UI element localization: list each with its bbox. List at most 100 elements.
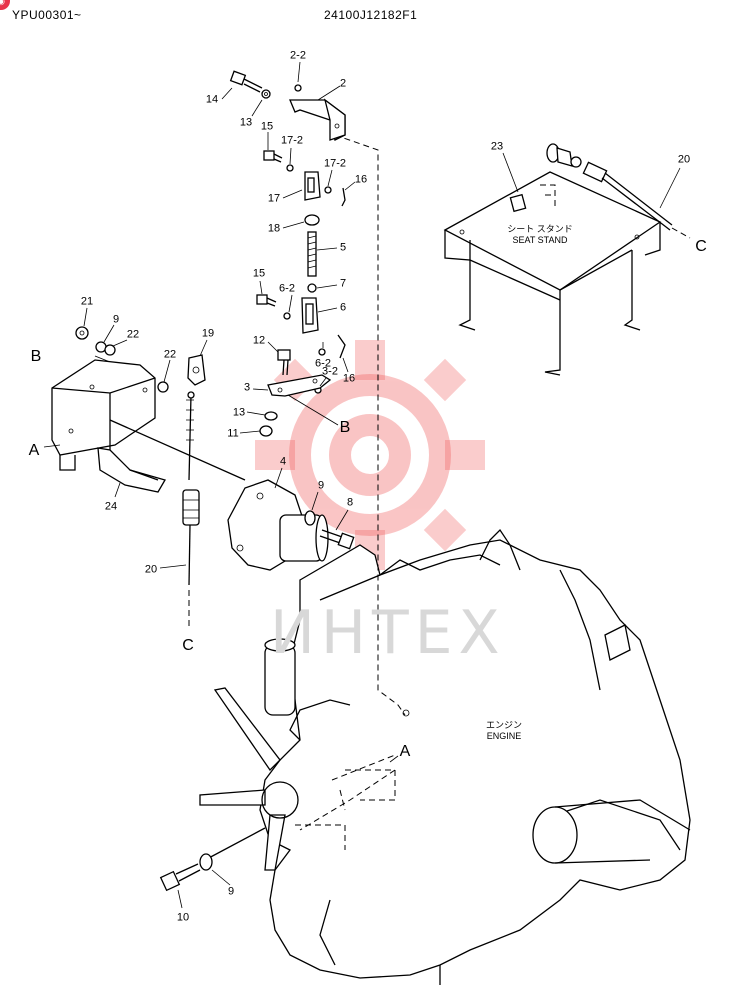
leader-23	[502, 152, 519, 193]
callout-19: 19	[201, 327, 215, 340]
callout-10: 10	[176, 911, 190, 924]
callout-15a: 15	[260, 120, 274, 133]
callout-11: 11	[227, 427, 239, 440]
seat-stand-label-jp: シート スタンド	[507, 224, 573, 234]
leader-20b	[659, 167, 681, 209]
bolt-14	[229, 70, 263, 93]
bolt-8	[319, 529, 355, 550]
drawing-code-center: 24100J12182F1	[324, 8, 418, 22]
washer-9a	[304, 510, 316, 526]
callout-24: 24	[104, 500, 118, 513]
seat-stand-label: シート スタンド SEAT STAND	[507, 224, 573, 246]
bolt-10	[159, 863, 201, 892]
dashed-leader-2	[334, 134, 406, 716]
callout-9a: 9	[317, 479, 325, 492]
leader-10	[177, 889, 183, 909]
clip-19	[187, 354, 206, 386]
nut-7	[307, 283, 317, 293]
callout-23: 23	[490, 140, 504, 153]
leader-9a	[311, 491, 319, 511]
drawing-code-left: YPU00301~	[12, 8, 82, 22]
callout-22a: 22	[126, 328, 140, 341]
callout-2-2: 2-2	[290, 49, 306, 62]
leader-19	[199, 339, 208, 357]
ref-c-left: C	[182, 637, 194, 654]
washer-13a	[261, 89, 271, 99]
callout-22b: 22	[163, 348, 177, 361]
ref-b-right: B	[339, 419, 351, 436]
watermark-text: ИНТЕХ	[270, 598, 506, 668]
pin-16a	[341, 187, 346, 207]
callout-5: 5	[339, 241, 347, 254]
engine-block	[199, 528, 691, 985]
callout-16a: 16	[354, 173, 368, 186]
ref-c-right: C	[695, 238, 707, 255]
cable-20b-dashed	[671, 227, 691, 239]
engine-mount-dashed	[295, 769, 396, 850]
callout-9c: 9	[227, 885, 235, 898]
leader-left	[43, 307, 171, 498]
bolt-12	[277, 349, 291, 376]
bracket-6	[301, 297, 319, 334]
callout-12: 12	[252, 334, 266, 347]
engine-label-jp: エンジン	[485, 720, 523, 730]
callout-2: 2	[339, 77, 347, 90]
washer-13b	[264, 411, 278, 421]
ref-b-left: B	[30, 348, 42, 365]
ref-a-left: A	[28, 442, 40, 459]
callout-17-2a: 17-2	[280, 134, 304, 147]
callout-16b: 16	[342, 372, 356, 385]
callout-6-2b: 6-2	[315, 357, 331, 370]
part-2-2-nut	[294, 84, 302, 92]
pin-16b	[337, 334, 346, 359]
engine-label: エンジン ENGINE	[486, 720, 522, 742]
bracket-2	[289, 98, 346, 141]
cable-20b	[546, 143, 673, 231]
dashed-leader-a	[331, 754, 396, 781]
cover-box	[51, 359, 156, 471]
leader-a2	[389, 755, 399, 763]
bracket-17	[304, 171, 321, 201]
callout-14: 14	[205, 93, 219, 106]
bolt-leader-line	[204, 827, 266, 861]
callout-4: 4	[279, 455, 287, 468]
callout-6: 6	[339, 301, 347, 314]
lever-3	[267, 374, 332, 397]
mount-hole	[402, 709, 410, 717]
nut-6-2a	[283, 312, 291, 320]
bracket-24	[97, 447, 166, 493]
nut-18	[304, 214, 320, 226]
engine-label-en: ENGINE	[486, 731, 522, 741]
bolt-15b	[256, 294, 277, 307]
callout-18: 18	[267, 222, 281, 235]
ref-a-engine: A	[399, 743, 411, 760]
washer-9c	[199, 853, 213, 871]
callout-17: 17	[267, 192, 281, 205]
nut-17-2b	[324, 186, 332, 194]
callout-6-2a: 6-2	[279, 282, 295, 295]
bolt-15a	[263, 150, 283, 163]
callout-17-2b: 17-2	[323, 157, 347, 170]
callout-3: 3	[243, 381, 251, 394]
callout-21: 21	[80, 295, 94, 308]
nuts-left	[75, 326, 169, 393]
leader-8	[335, 509, 349, 531]
nut-11	[259, 425, 273, 437]
seat-stand	[443, 171, 662, 376]
leader-20a	[159, 564, 187, 569]
callout-20b: 20	[677, 153, 691, 166]
leader-4	[274, 467, 283, 489]
rod-5	[307, 231, 317, 277]
watermark-gear-icon	[289, 374, 451, 536]
nut-6-2b	[318, 348, 326, 356]
callout-3-2: 3-2	[322, 365, 338, 378]
callout-7: 7	[339, 277, 347, 290]
cable-20a	[182, 391, 200, 586]
box-link-line	[109, 419, 246, 481]
callout-13b: 13	[232, 406, 246, 419]
callout-20a: 20	[144, 563, 158, 576]
nut-17-2a	[286, 164, 294, 172]
actuator-4	[227, 479, 329, 571]
leader-9c	[211, 869, 231, 886]
